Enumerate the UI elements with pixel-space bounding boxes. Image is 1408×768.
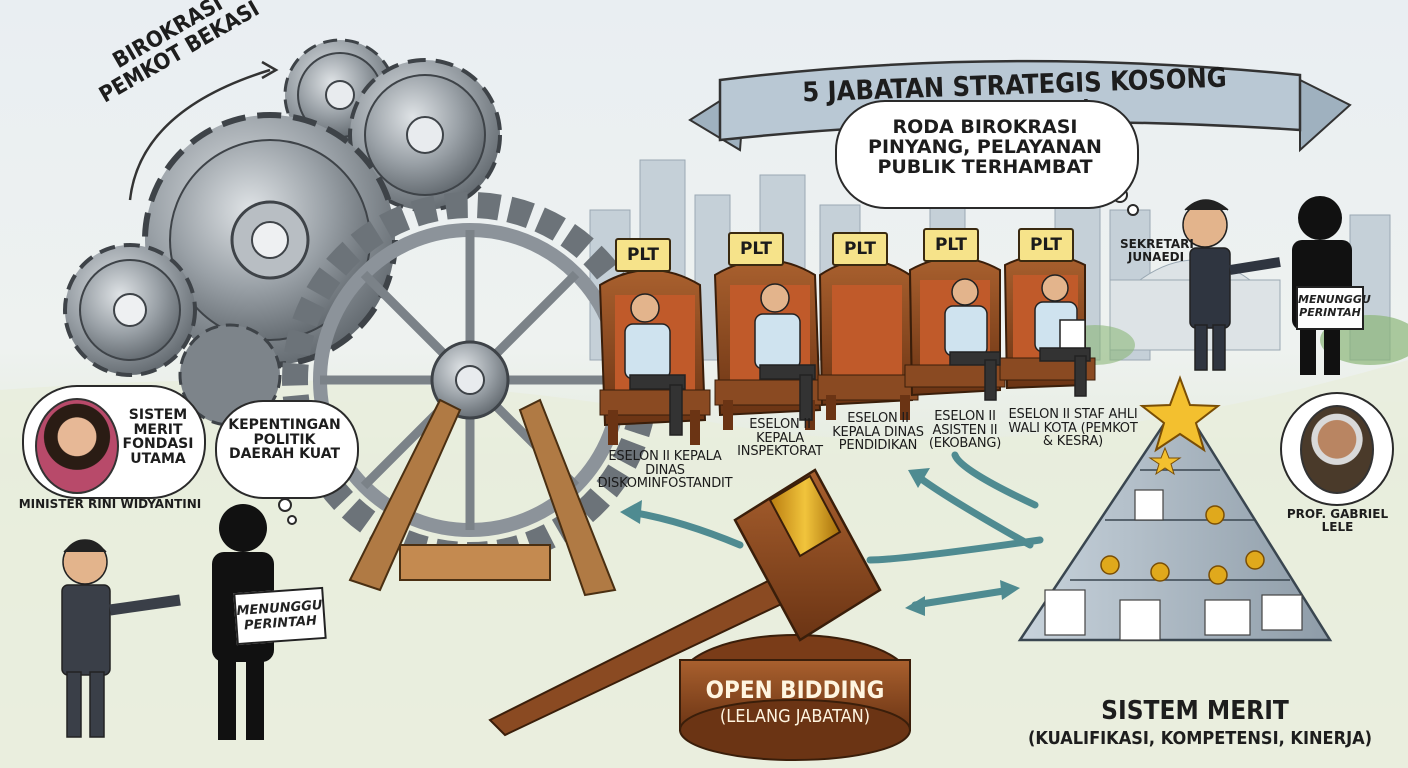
plt-tag-1: PLT <box>615 238 671 272</box>
minister-quote: SISTEM MERIT FONDASI UTAMA <box>122 407 194 468</box>
professor-portrait <box>1300 405 1374 494</box>
arrow-heads <box>620 468 1020 616</box>
plt-tag-2: PLT <box>728 232 784 266</box>
position-label-5: ESELON II STAF AHLI WALI KOTA (PEMKOT & … <box>1008 407 1138 450</box>
medal-icon <box>1100 505 1265 585</box>
left-politician-figure <box>61 539 181 738</box>
secretary-name: SEKRETARI JUNAEDI <box>1120 237 1194 264</box>
right-shadow-sign: MENUNGGU PERINTAH <box>1296 286 1371 330</box>
left-cloud-text: KEPENTINGAN POLITIK DAERAH KUAT <box>228 417 341 463</box>
secretary-figure <box>1182 199 1281 371</box>
star-icon <box>1139 375 1221 476</box>
position-label-4: ESELON II ASISTEN II (EKOBANG) <box>928 409 1002 452</box>
merit-subtitle: (KUALIFIKASI, KOMPETENSI, KINERJA) <box>1027 728 1373 749</box>
seated-officials <box>624 274 1091 436</box>
plt-tag-3: PLT <box>832 232 888 266</box>
left-cloud-bubble <box>215 400 359 499</box>
document-icon <box>1044 489 1303 641</box>
gavel-subtitle: (LELANG JABATAN) <box>719 706 871 727</box>
chair-icon <box>817 259 919 420</box>
gear-icon <box>63 38 502 427</box>
plt-tag-5: PLT <box>1018 228 1074 262</box>
gavel-icon <box>488 468 911 761</box>
cloud-top-bubble <box>835 100 1139 209</box>
minister-portrait <box>35 398 119 494</box>
professor-name: PROF. GABRIEL LELE <box>1286 507 1389 534</box>
cloud-top-text: RODA BIROKRASI PINYANG, PELAYANAN PUBLIK… <box>868 116 1102 178</box>
position-label-2: ESELON II KEPALA INSPEKTORAT <box>737 417 823 460</box>
gavel-title: OPEN BIDDING <box>705 676 885 704</box>
position-label-1: ESELON II KEPALA DINAS DISKOMINFOSTANDIT <box>597 449 733 492</box>
plt-tag-4: PLT <box>923 228 979 262</box>
merit-pyramid <box>1017 375 1333 642</box>
position-label-3: ESELON II KEPALA DINAS PENDIDIKAN <box>832 411 924 454</box>
left-shadow-sign: MENUNGGU PERINTAH <box>233 586 327 646</box>
minister-name: MINISTER RINI WIDYANTINI <box>18 497 202 511</box>
merit-title: SISTEM MERIT <box>1101 696 1289 726</box>
